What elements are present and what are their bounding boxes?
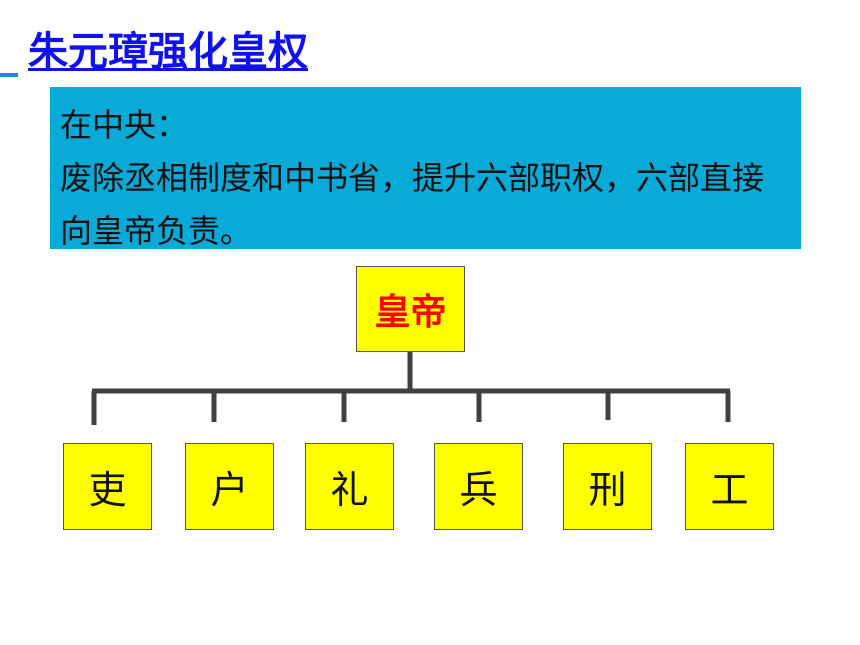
ministry-node-works: 工: [685, 443, 774, 530]
ministry-node-personnel: 吏: [63, 443, 152, 530]
ministry-node-revenue: 户: [185, 443, 274, 530]
root-node-emperor: 皇帝: [356, 266, 465, 352]
ministry-node-justice: 刑: [563, 443, 652, 530]
slide-title: 朱元璋强化皇权: [28, 29, 308, 75]
title-accent-bar: [0, 73, 18, 77]
ministry-node-rites: 礼: [305, 443, 394, 530]
info-box: 在中央： 废除丞相制度和中书省，提升六部职权，六部直接向皇帝负责。: [50, 87, 801, 250]
info-heading: 在中央：: [60, 106, 189, 144]
info-body: 废除丞相制度和中书省，提升六部职权，六部直接向皇帝负责。: [60, 159, 765, 250]
ministry-node-war: 兵: [434, 443, 523, 530]
